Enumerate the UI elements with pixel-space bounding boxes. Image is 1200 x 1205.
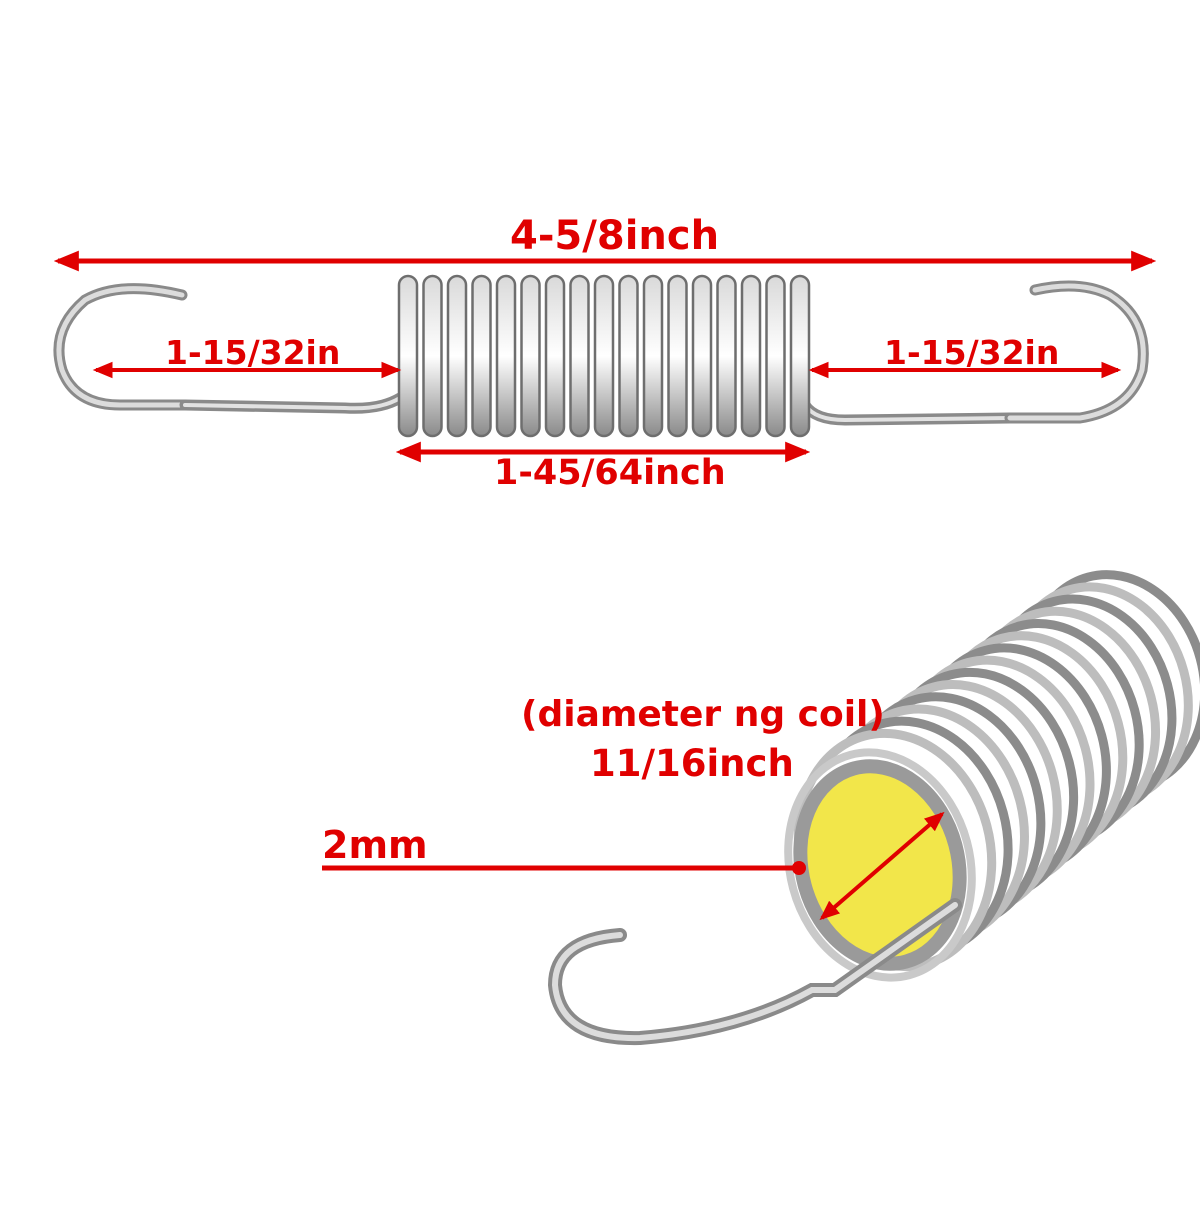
coil-turn	[520, 274, 541, 438]
spring-closeup-view	[547, 570, 1200, 1046]
coil-diameter-caption: (diameter ng coil)	[521, 694, 885, 735]
coil-diameter-label: 11/16inch	[590, 742, 794, 785]
coil-turn	[569, 274, 590, 438]
coil-turn	[471, 274, 492, 438]
wire-thickness-dot	[792, 861, 806, 875]
coil-turn	[593, 274, 615, 438]
coil-turn	[667, 274, 688, 438]
coil-body-length-label: 1-45/64inch	[494, 453, 726, 493]
coil-turn	[691, 274, 713, 438]
hook-right-length-label: 1-15/32in	[884, 333, 1060, 372]
coil-turn	[716, 274, 737, 438]
coil-turn	[544, 274, 566, 438]
coil-turn	[789, 274, 811, 438]
coil-turn	[618, 274, 639, 438]
overall-length-label: 4-5/8inch	[510, 213, 720, 259]
coil-turn	[397, 274, 419, 438]
coil-body	[397, 274, 811, 438]
wire-thickness-label: 2mm	[322, 823, 428, 867]
hook-left-length-label: 1-15/32in	[165, 333, 341, 372]
coil-turn	[495, 274, 517, 438]
coil-diameter-arrow	[819, 811, 945, 921]
coil-turn	[642, 274, 664, 438]
coil-turn	[446, 274, 468, 438]
coil-turn	[740, 274, 762, 438]
coil-turn	[765, 274, 786, 438]
coil-turn	[422, 274, 443, 438]
spring-full-view	[53, 274, 1149, 438]
